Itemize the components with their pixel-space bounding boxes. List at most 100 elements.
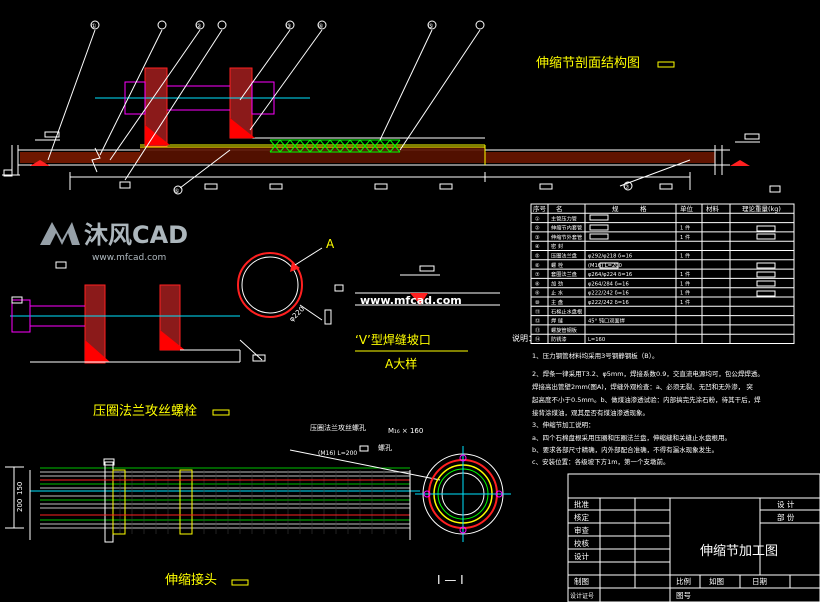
bom-name: 螺 栓: [551, 261, 564, 269]
bom-no: ⑥: [535, 263, 540, 269]
bom-name: 石棉止水盘根: [551, 307, 582, 315]
bom-placeholder-box: [589, 233, 609, 240]
bom-placeholder-box: [756, 271, 776, 278]
tb-label-design-r: 设 计: [777, 499, 795, 509]
bom-no: ④: [535, 244, 540, 250]
section-view: [2, 20, 781, 195]
mark-a: A: [326, 237, 335, 251]
tb-label-review: 审查: [574, 525, 589, 535]
bom-no: ①: [535, 216, 540, 222]
bom-no: ⑬: [535, 326, 540, 334]
callout-4: ④: [318, 23, 323, 30]
bom-no: ③: [535, 235, 540, 241]
notes-heading: 说明：: [512, 333, 536, 343]
center-watermark: www.mfcad.com: [360, 294, 462, 307]
bom-spec: φ264/284 δ=16: [588, 281, 629, 287]
title-block: [567, 473, 820, 602]
section-ii: [415, 446, 511, 542]
note-8: b、要求各部尺寸精确，内外部配合准确，不得有漏水现象发生。: [532, 445, 718, 454]
bom-unit: 1 件: [680, 298, 690, 306]
joint-title: 伸缩接头: [165, 572, 217, 588]
bom-spec: L=160: [588, 337, 605, 343]
weld-groove-title: ‘V’型焊缝坡口: [355, 332, 431, 347]
bom-no: ⑧: [535, 281, 540, 287]
bom-unit: 1 件: [680, 252, 690, 260]
left-dim-2: 150: [16, 482, 24, 495]
bom-no: ②: [535, 226, 540, 232]
bom-spec: φ222/242 δ=16: [588, 300, 629, 306]
bom-placeholder-box: [599, 262, 619, 269]
bom-header: 理论重量(kg): [742, 204, 781, 213]
bom-name: 加 劲: [551, 279, 563, 287]
bolt-length: (M16) L=200: [318, 450, 357, 457]
weld-mark: M₁₆ × 160: [388, 427, 423, 435]
flange-detail-title: 压圈法兰攻丝螺栓: [93, 404, 197, 419]
note-2: 2、焊条一律采用T3.2、φ5mm，焊接系数0.9，交直流电源均可，包公焊焊透。: [532, 369, 764, 378]
expansion-joint: [5, 445, 441, 543]
bom-header: 序号: [533, 204, 547, 213]
pipe-ring: [237, 247, 332, 325]
note-9: c、安装位置：各级坡下方1m，第一个支墩前。: [532, 457, 670, 466]
note-4: 起高度不小于0.5mm。b、做煤油渗透试验：内部搞完先涂石粉，待其干后，焊: [532, 395, 761, 404]
bom-name: 压圈法兰盘: [551, 252, 577, 260]
tb-label-design: 设计: [574, 551, 589, 561]
bom-no: ⑫: [535, 317, 540, 325]
tb-label-approve: 批准: [574, 499, 589, 509]
section-ii-title: I — I: [437, 573, 464, 587]
note-6: 3、伸缩节加工说明：: [532, 420, 595, 429]
tb-label-draw: 制图: [574, 576, 589, 586]
bom-placeholder-box: [756, 290, 776, 297]
bom-no: ⑪: [535, 307, 540, 315]
callout-5: ⑤: [428, 23, 433, 30]
bom-name: 套圈法兰盘: [551, 270, 577, 278]
note-7: a、四个石棉盘根采用压圈和压圈法兰盘，伸缩缝和关缝止水盘根用。: [532, 433, 731, 442]
bom-name: 伸缩节内套管: [551, 224, 582, 232]
bom-header: 单位: [680, 204, 694, 213]
note-3: 焊接高出管壁2mm(图A)，焊缝外观检查：a、必须无裂、无凹和无外渗， 突: [532, 382, 753, 391]
callout-7: ⑦: [624, 184, 630, 191]
bom-name: 主管压力管: [551, 214, 577, 222]
bom-name: 防锈漆: [551, 335, 567, 343]
tb-as-shown: 如图: [709, 576, 724, 586]
bom-spec: (M16) L=200: [588, 263, 622, 269]
bom-name: 止 水: [551, 289, 564, 297]
bom-unit: 1 件: [680, 233, 690, 241]
bom-placeholder-box: [756, 262, 776, 269]
bom-unit: 1 件: [680, 224, 690, 232]
watermark-brand: 沐风CAD: [84, 221, 188, 249]
callout-3: ③: [286, 23, 291, 30]
bom-spec: φ292/φ218 δ=16: [588, 254, 632, 260]
bolt-label: 压圈法兰攻丝螺孔: [310, 423, 366, 432]
tb-label-verify: 核定: [574, 512, 589, 522]
bolt-hole: 螺孔: [378, 443, 392, 452]
bom-unit: 1 件: [680, 270, 690, 278]
bom-placeholder-box: [589, 224, 609, 231]
tb-label-check: 校核: [574, 538, 589, 548]
bom-unit: 1 件: [680, 279, 690, 287]
detail-a-title: A大样: [385, 356, 417, 371]
bom-no: ⑭: [535, 335, 540, 343]
bom-name: 伸缩节外套管: [551, 233, 582, 241]
bom-frame: [530, 203, 795, 344]
left-dim: 200: [16, 499, 24, 512]
bom-spec: 45° 钝口双面焊: [588, 317, 625, 325]
tb-scale: 比例: [676, 576, 691, 586]
note-5: 接背涂煤油，观其是否有煤油渗透现象。: [532, 408, 649, 417]
section-view-title: 伸缩节剖面结构图: [536, 55, 640, 71]
bom-name: 主 盘: [551, 298, 563, 306]
callout-1: ①: [91, 23, 96, 30]
bom-header: 格: [640, 204, 647, 213]
bom-header: 材料: [706, 204, 720, 213]
bom-spec: φ264/φ224 δ=16: [588, 272, 632, 278]
watermark-url: www.mfcad.com: [92, 253, 166, 263]
bom-placeholder-box: [756, 233, 776, 240]
mfcad-logo-icon: [40, 222, 80, 245]
weld-groove-detail: [334, 265, 500, 306]
callout-6: ⑥: [174, 188, 179, 195]
bom-unit: 1 件: [680, 289, 690, 297]
bom-placeholder-box: [589, 214, 609, 221]
tb-drawing-no: 图号: [676, 591, 691, 600]
bom-placeholder-box: [756, 280, 776, 287]
